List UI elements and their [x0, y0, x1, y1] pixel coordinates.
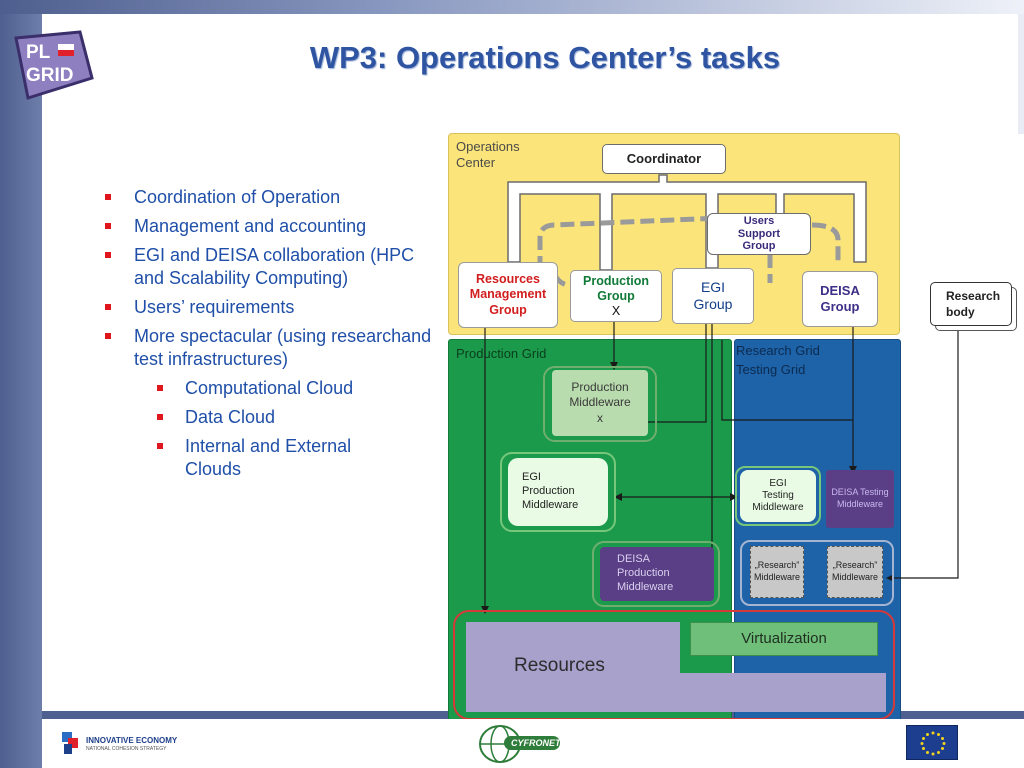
production-grid-label: Production Grid	[456, 346, 547, 361]
cyfronet-globe-icon	[479, 725, 560, 763]
innovative-economy-flag-icon	[62, 732, 78, 754]
users-support-line2: Support	[737, 227, 781, 240]
egi-group-line1: EGI	[700, 278, 726, 295]
bullet-list: Coordination of Operation Management and…	[105, 186, 435, 487]
research-grid-label-line2: Testing Grid	[736, 362, 806, 377]
logo-text-pl: PL	[26, 42, 51, 63]
bullet-item: Users’ requirements	[105, 296, 435, 319]
left-frame-bar	[0, 0, 42, 768]
egi-production-middleware-frame	[500, 452, 616, 532]
egi-production-middleware-line1: EGI	[522, 471, 541, 483]
research-body-line1: Research	[946, 289, 1001, 303]
plgrid-logo-shape	[14, 30, 94, 100]
research-grid-label-line1: Research Grid	[736, 343, 820, 358]
deisa-group-line1: DEISA	[820, 283, 860, 299]
operations-center-label-line1: Operations	[456, 139, 520, 154]
operations-center-label-line2: Center	[456, 155, 496, 170]
research-middleware-frame	[740, 540, 894, 606]
deisa-group-box: DEISA Group	[802, 271, 878, 327]
sub-bullet-item: Data Cloud	[105, 406, 435, 429]
production-group-line3: X	[611, 303, 621, 318]
top-frame-bar	[0, 0, 1024, 14]
deisa-testing-middleware-line2: Middleware	[836, 499, 884, 509]
research-body-box: Research body	[930, 282, 1012, 326]
deisa-group-line2: Group	[820, 299, 860, 314]
egi-group-box: EGI Group	[672, 268, 754, 324]
cyfronet-logo: CYFRONET	[478, 722, 562, 764]
logo-text-grid: GRID	[26, 65, 74, 86]
egi-testing-middleware-line2: Testing	[762, 490, 794, 501]
innovative-economy-logo: INNOVATIVE ECONOMY NATIONAL COHESION STR…	[60, 728, 180, 756]
operations-center-label: Operations Center	[456, 139, 520, 171]
egi-production-middleware-box: EGI Production Middleware	[508, 458, 608, 526]
users-support-group-box: Users Support Group	[707, 213, 811, 255]
bullet-item: Management and accounting	[105, 215, 435, 238]
production-group-line1: Production	[583, 273, 649, 288]
resources-management-line2: Management	[469, 287, 547, 302]
resources-management-line1: Resources	[476, 271, 540, 286]
bullet-item: More spectacular (using researchand test…	[105, 325, 435, 371]
research-middleware-1-line1: „Research”	[754, 560, 800, 571]
right-frame-strip	[1018, 14, 1024, 134]
plgrid-logo: PL GRID	[10, 28, 94, 102]
production-middleware-line2: Middleware	[569, 395, 631, 410]
users-support-line3: Group	[742, 240, 776, 253]
coordinator-box: Coordinator	[602, 144, 726, 174]
users-support-line1: Users	[743, 215, 775, 228]
resources-label: Resources	[514, 655, 605, 676]
production-middleware-line1: Production	[571, 379, 629, 394]
production-middleware-frame	[543, 366, 657, 442]
deisa-production-middleware-line1: DEISA	[617, 553, 651, 565]
egi-production-middleware-line2: Production	[522, 485, 575, 497]
egi-testing-middleware-box: EGI Testing Middleware	[740, 470, 816, 522]
deisa-production-middleware-line2: Production	[617, 567, 670, 579]
resources-management-group-box: Resources Management Group	[458, 262, 558, 328]
production-middleware-line3: x	[597, 410, 603, 425]
eu-stars-icon	[920, 731, 946, 756]
bullet-item: EGI and DEISA collaboration (HPC and Sca…	[105, 244, 435, 290]
cyfronet-text: CYFRONET	[511, 738, 561, 748]
innovative-economy-text: INNOVATIVE ECONOMY	[86, 736, 178, 745]
sub-bullet-item: Internal and External Clouds	[105, 435, 435, 481]
bullet-item: Coordination of Operation	[105, 186, 435, 209]
production-group-line2: Group	[597, 288, 635, 303]
production-group-box: Production Group X	[570, 270, 662, 322]
production-middleware-box: Production Middleware x	[552, 370, 648, 436]
egi-testing-middleware-line1: EGI	[769, 478, 787, 489]
eu-flag-icon	[906, 725, 958, 760]
research-middleware-1-line2: Middleware	[753, 572, 801, 582]
research-grid-label: Research Grid Testing Grid	[736, 343, 820, 378]
deisa-production-middleware-frame	[592, 541, 720, 607]
research-body-line2: body	[946, 305, 975, 319]
sub-bullet-item: Computational Cloud	[105, 377, 435, 400]
egi-testing-middleware-frame	[735, 466, 821, 526]
research-middleware-1-box: „Research” Middleware	[750, 546, 804, 598]
deisa-production-middleware-line3: Middleware	[617, 581, 674, 593]
resources-management-line3: Group	[489, 302, 527, 317]
resources-block-bottom	[466, 673, 886, 712]
research-middleware-2-box: „Research” Middleware	[827, 546, 883, 598]
deisa-testing-middleware-line1: DEISA Testing	[831, 487, 889, 498]
research-middleware-2-line2: Middleware	[831, 572, 879, 582]
virtualization-box: Virtualization	[690, 622, 878, 656]
deisa-production-middleware-box: DEISA Production Middleware	[600, 547, 714, 601]
egi-testing-middleware-line3: Middleware	[752, 502, 804, 513]
egi-group-line2: Group	[693, 296, 733, 312]
deisa-testing-middleware-box: DEISA Testing Middleware	[826, 470, 894, 528]
egi-production-middleware-line3: Middleware	[522, 499, 579, 511]
research-middleware-2-line1: „Research”	[832, 560, 878, 571]
slide-title: WP3: Operations Center’s tasks	[309, 40, 781, 75]
innovative-economy-subtext: NATIONAL COHESION STRATEGY	[86, 746, 167, 752]
